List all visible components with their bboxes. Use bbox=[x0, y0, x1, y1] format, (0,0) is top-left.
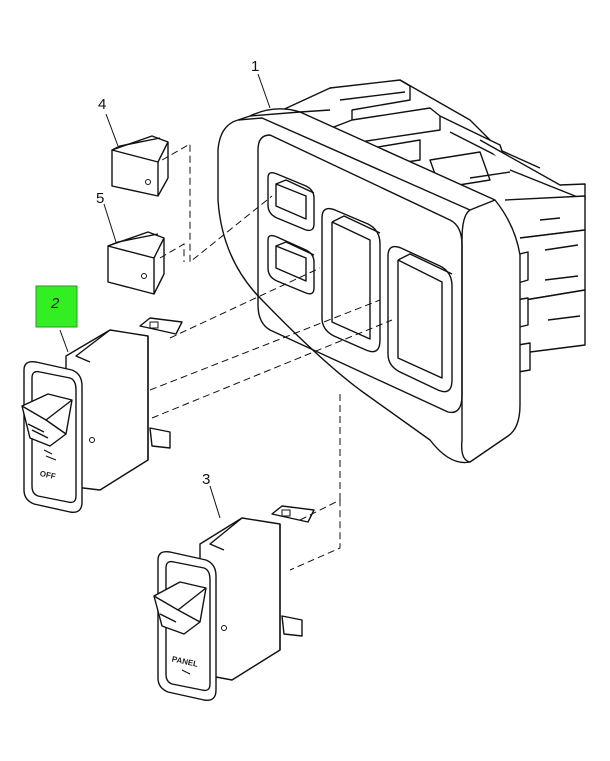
callout-2-highlight-box bbox=[35, 285, 78, 328]
rocker-switch-lower: PANEL bbox=[153, 505, 315, 701]
blank-plug-upper bbox=[111, 135, 169, 197]
bezel-opening-middle bbox=[321, 207, 381, 353]
switch-legend-off: OFF bbox=[39, 469, 57, 481]
callout-leaders bbox=[59, 73, 271, 519]
blank-plug-lower bbox=[107, 231, 165, 295]
switch-panel-bezel bbox=[217, 79, 586, 464]
callout-4: 4 bbox=[98, 96, 106, 113]
callout-5: 5 bbox=[96, 190, 104, 207]
bezel-small-opening-upper bbox=[267, 171, 315, 232]
callout-2: 2 bbox=[50, 295, 60, 312]
callout-2-highlight[interactable]: 2 bbox=[35, 285, 78, 328]
callout-1: 1 bbox=[251, 58, 259, 75]
rocker-switch-upper: OFF bbox=[21, 317, 183, 513]
bezel-small-opening-lower bbox=[267, 234, 315, 295]
callout-3: 3 bbox=[202, 471, 210, 488]
bezel-opening-right bbox=[387, 245, 453, 393]
assembly-dashed-lines bbox=[149, 143, 393, 571]
bezel-flange bbox=[257, 134, 463, 414]
